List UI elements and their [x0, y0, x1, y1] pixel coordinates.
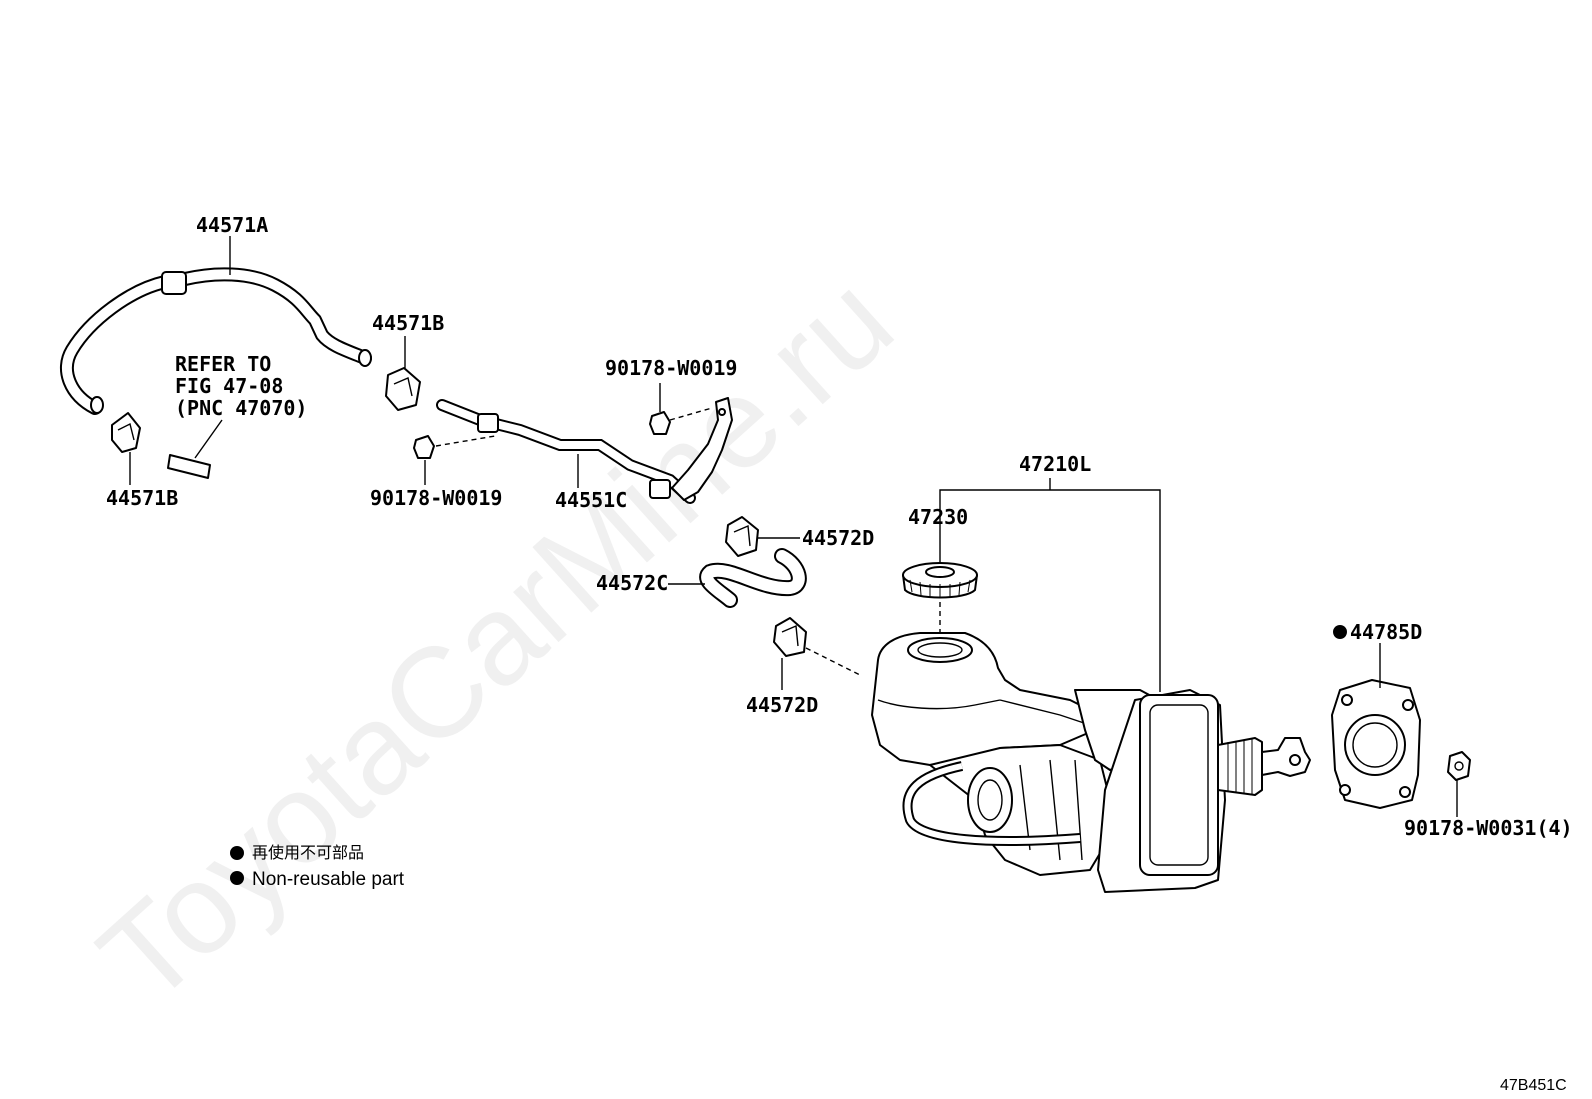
callout-44571a: 44571A [196, 213, 268, 237]
callout-44572d-top: 44572D [802, 526, 874, 550]
clamp-44571b-top[interactable] [385, 367, 421, 411]
legend-bullet-en [230, 871, 244, 885]
clamp-44572d-top[interactable] [725, 516, 759, 557]
gasket-44785d[interactable] [1331, 679, 1421, 809]
reservoir-cap-47230[interactable] [902, 562, 978, 599]
refer-note-line2: FIG 47-08 [175, 374, 283, 398]
non-reusable-marker-44785d [1333, 625, 1347, 639]
nut-90178-w0019-left[interactable] [413, 435, 435, 459]
legend-japanese: 再使用不可部品 [252, 843, 364, 862]
callout-44785d: 44785D [1350, 620, 1422, 644]
refer-note-line3: (PNC 47070) [175, 396, 307, 420]
callout-90178-w0031: 90178-W0031(4) [1404, 816, 1573, 840]
callout-44571b-left: 44571B [106, 486, 178, 510]
pipe-reference-stub [167, 454, 211, 479]
brake-booster-assembly-47210l[interactable] [871, 632, 1311, 893]
legend-bullet-jp [230, 846, 244, 860]
callout-90178-w0019-left: 90178-W0019 [370, 486, 502, 510]
callout-44572d-bottom: 44572D [746, 693, 818, 717]
hose-44572c[interactable] [699, 548, 807, 608]
nut-90178-w0031[interactable] [1447, 751, 1471, 781]
refer-note-line1: REFER TO [175, 352, 271, 376]
figure-id: 47B451C [1500, 1077, 1567, 1094]
callout-44572c: 44572C [596, 571, 668, 595]
pipe-bracket[interactable] [671, 397, 733, 501]
callout-44551c: 44551C [555, 488, 627, 512]
callout-90178-w0019-top: 90178-W0019 [605, 356, 737, 380]
clamp-44572d-bottom[interactable] [773, 617, 807, 657]
callout-44571b-top: 44571B [372, 311, 444, 335]
pipe-44551c[interactable] [436, 399, 696, 504]
legend: 再使用不可部品 Non-reusable part [230, 843, 405, 890]
legend-english: Non-reusable part [252, 869, 405, 890]
callout-47230: 47230 [908, 505, 968, 529]
nut-90178-w0019-top[interactable] [649, 411, 671, 435]
clamp-44571b-left[interactable] [111, 412, 141, 453]
callout-47210l: 47210L [1019, 452, 1091, 476]
hose-44571a[interactable] [60, 267, 372, 415]
